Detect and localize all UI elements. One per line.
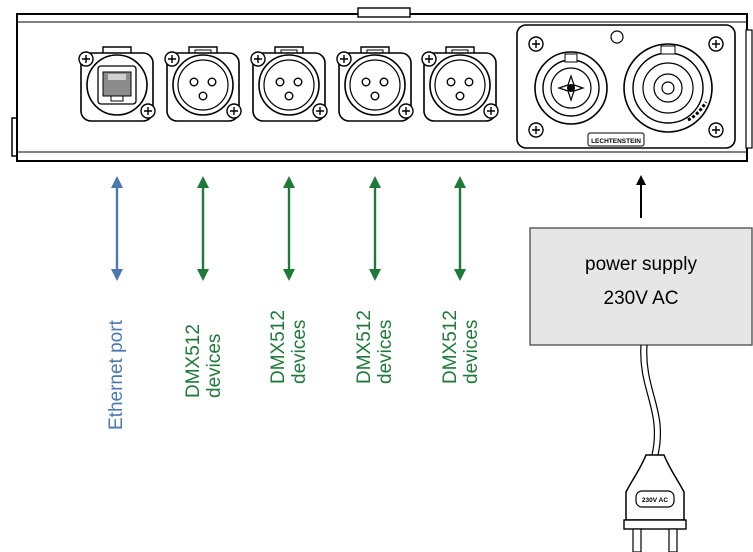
euro-plug-icon: 230V AC: [623, 454, 687, 552]
power-supply-box: [529, 227, 753, 346]
dmx-label-1: DMX512 devices: [183, 324, 225, 398]
panel-brand-label: LECHTENSTEIN: [591, 138, 641, 145]
ethernet-label: Ethernet port: [106, 320, 127, 430]
dmx-label-4: DMX512 devices: [440, 310, 482, 384]
powercon-out-icon: [623, 43, 713, 133]
xlr-connector-2: [251, 47, 327, 121]
dmx-label-3: DMX512 devices: [354, 310, 396, 384]
dmx-label-2: DMX512 devices: [268, 310, 310, 384]
power-supply-label: power supply 230V AC: [585, 254, 697, 309]
xlr-connector-1: [165, 47, 241, 121]
rj45-ethercon-icon: [78, 46, 156, 122]
xlr-connector-4: [422, 47, 498, 121]
plug-label: 230V AC: [642, 497, 668, 504]
power-connector-plate: LECHTENSTEIN: [516, 24, 736, 149]
xlr-connector-3: [337, 47, 413, 121]
powercon-in-icon: [534, 51, 608, 125]
power-cable: [640, 344, 662, 456]
